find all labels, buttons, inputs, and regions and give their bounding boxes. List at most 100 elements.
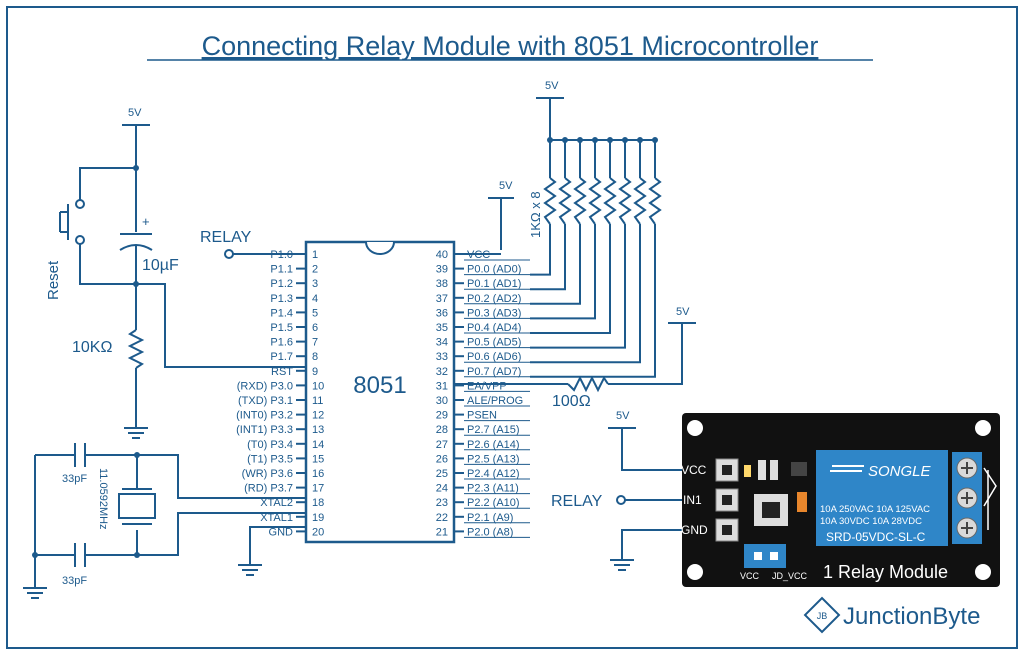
ic-pin-number: 34	[436, 337, 448, 349]
ic-pin-name: P2.0 (A8)	[467, 526, 513, 538]
ic-pin-number: 24	[436, 483, 448, 495]
wire	[79, 244, 136, 285]
ic-pin-name: EA/VPP	[467, 380, 507, 392]
brand-logo: JB JunctionByte	[803, 596, 980, 634]
ic-pin-number: 3	[312, 278, 318, 290]
module-5v-label: 5V	[616, 410, 630, 422]
ic-pin-number: 13	[312, 424, 324, 436]
ic-pin-name: (T1) P3.5	[247, 453, 293, 465]
screw-terminals	[956, 457, 978, 539]
ic-pin-name: (INT0) P3.2	[236, 410, 293, 422]
reset-label: Reset	[45, 260, 62, 300]
switch-contact	[75, 235, 85, 245]
ic-pin-number: 21	[436, 526, 448, 538]
ic-pin-number: 32	[436, 366, 448, 378]
gnd-wire	[249, 526, 306, 565]
port0-wire	[530, 224, 641, 364]
brand-name: JunctionByte	[843, 603, 980, 630]
ic-pin-name: (TXD) P3.1	[238, 395, 293, 407]
ic-pin-number: 15	[312, 453, 324, 465]
ic-pin-number: 22	[436, 512, 448, 524]
transistor	[791, 462, 807, 476]
ic-pin-name: P2.7 (A15)	[467, 424, 520, 436]
port0-wire	[530, 224, 656, 378]
port0-wire	[530, 224, 611, 334]
ic-pin-number: 6	[312, 322, 318, 334]
ic-pin-number: 14	[312, 439, 324, 451]
ic-pin-number: 33	[436, 351, 448, 363]
ic-pin-name: P2.3 (A11)	[467, 483, 519, 495]
ic-pin-name: P1.4	[270, 307, 293, 319]
ic-pin-name: XTAL1	[260, 512, 293, 524]
ic-name: 8051	[353, 372, 406, 399]
module-pin-gnd: GND	[681, 523, 708, 537]
port0-wire	[530, 224, 566, 291]
ic-pin-number: 17	[312, 483, 324, 495]
ic-pin-number: 23	[436, 497, 448, 509]
pullup-network: 5V 1KΩ x 8	[528, 80, 662, 378]
rst-wire	[136, 283, 306, 368]
reset-cap-label: 10µF	[142, 257, 179, 274]
ic-pin-name: P0.1 (AD1)	[467, 278, 521, 290]
ic-pin-name: (RXD) P3.0	[237, 380, 293, 392]
relay-brand: SONGLE	[868, 463, 932, 480]
header-pin-hole	[722, 495, 732, 505]
ic-pin-name: P2.6 (A14)	[467, 439, 520, 451]
header-pin-hole	[722, 465, 732, 475]
ic-pin-number: 18	[312, 497, 324, 509]
crystal-cap2-label: 33pF	[62, 575, 87, 587]
ic-pin-name: P2.4 (A12)	[467, 468, 520, 480]
relay-rating-1: 10A 250VAC 10A 125VAC	[820, 504, 930, 515]
led-icon	[744, 465, 751, 477]
crystal-body	[118, 493, 156, 519]
module-name: 1 Relay Module	[823, 562, 948, 582]
reset-res-label: 10KΩ	[72, 339, 112, 356]
xtal1-wire	[85, 512, 306, 556]
ic-pin-number: 36	[436, 307, 448, 319]
ea-wire	[608, 323, 683, 385]
ic-pin-name: P2.5 (A13)	[467, 453, 520, 465]
ic-pin-name: ALE/PROG	[467, 395, 523, 407]
resistor-10k	[127, 329, 145, 369]
resistor-1k	[588, 177, 602, 225]
ea-res-label: 100Ω	[552, 393, 591, 410]
jumper-pin	[770, 552, 778, 560]
ic-pin-name: PSEN	[467, 410, 497, 422]
diode	[797, 492, 807, 512]
smd-resistor	[758, 460, 766, 480]
port0-wire	[530, 224, 626, 349]
resistor-1k	[543, 177, 557, 225]
ic-pin-name: P1.1	[270, 264, 293, 276]
resistor-1k	[573, 177, 587, 225]
crystal-freq-label: 11.0592MHz	[97, 468, 109, 530]
ic-pin-name: GND	[269, 526, 294, 538]
ic-pin-number: 10	[312, 380, 324, 392]
ic-pin-number: 4	[312, 293, 318, 305]
wire	[79, 167, 136, 200]
ic-pin-number: 16	[312, 468, 324, 480]
ic-pin-name: P1.2	[270, 278, 293, 290]
switch-contact	[75, 199, 85, 209]
ic-pin-name: P0.7 (AD7)	[467, 366, 521, 378]
pullup-5v-label: 5V	[545, 80, 559, 92]
module-pin-vcc: VCC	[681, 463, 707, 477]
reset-circuit: 5V Reset + 10µF 10KΩ	[45, 107, 306, 439]
ic-pin-number: 37	[436, 293, 448, 305]
ic-notch	[365, 241, 395, 255]
ea-5v-label: 5V	[676, 306, 690, 318]
ic-pin-number: 39	[436, 264, 448, 276]
ic-pin-number: 28	[436, 424, 448, 436]
relay-module-board: VCC IN1 GND SONGLE 10A 250VAC 10A 125VAC…	[681, 413, 1000, 587]
resistor-1k	[618, 177, 632, 225]
ic-pin-number: 26	[436, 453, 448, 465]
ic-pin-name: P0.4 (AD4)	[467, 322, 521, 334]
diagram-title: Connecting Relay Module with 8051 Microc…	[202, 31, 819, 61]
jumper-label-jdvcc: JD_VCC	[772, 571, 808, 581]
ic-pin-name: RST	[271, 366, 293, 378]
ic-pin-number: 2	[312, 264, 318, 276]
pullup-label: 1KΩ x 8	[528, 191, 543, 238]
ic-pin-number: 30	[436, 395, 448, 407]
ic-pin-name: P0.3 (AD3)	[467, 307, 521, 319]
